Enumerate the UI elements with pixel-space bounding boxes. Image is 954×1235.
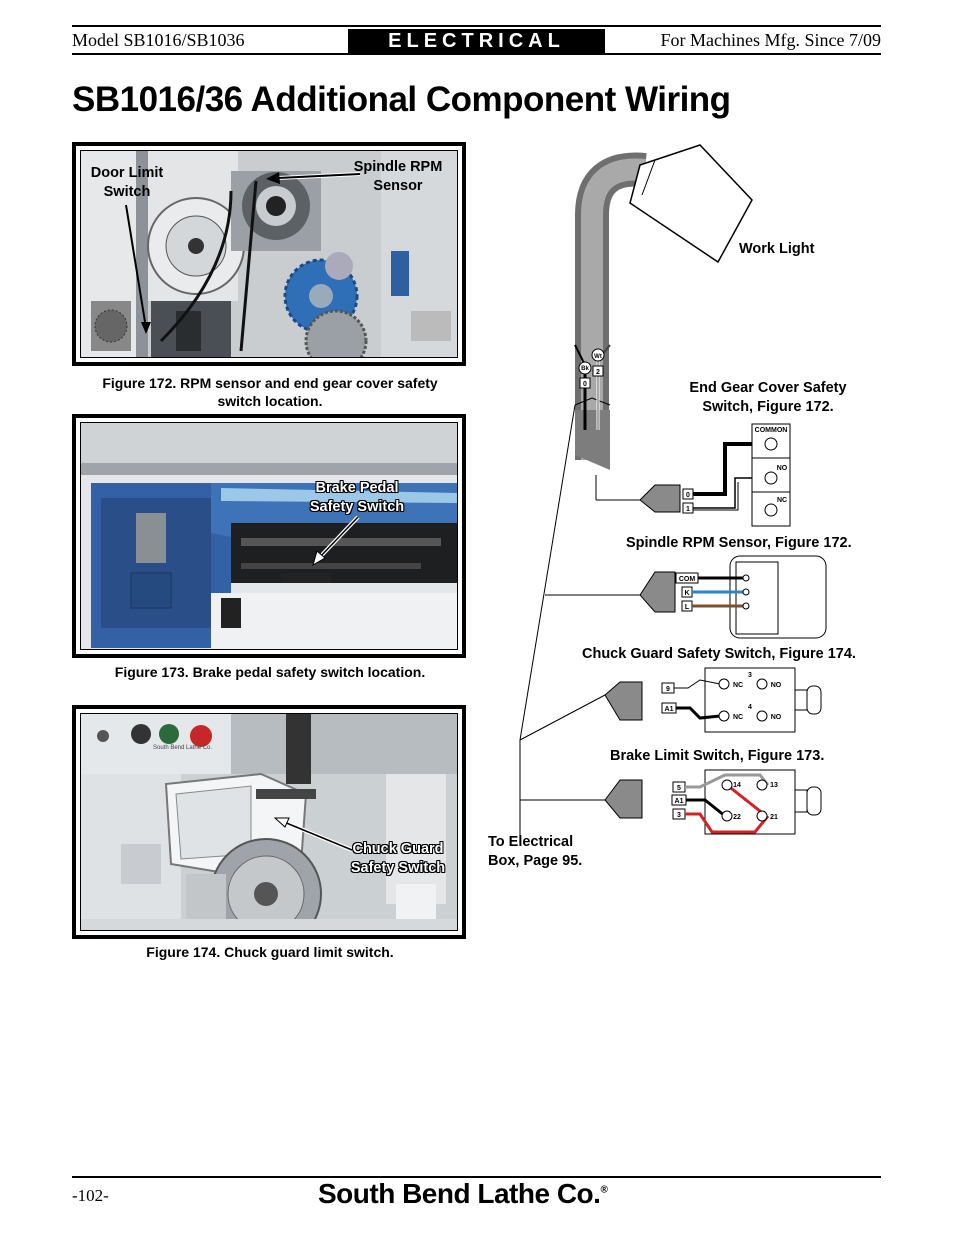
bk-wire-tag — [578, 361, 592, 375]
wt-wire-tag — [591, 348, 605, 362]
lamp-wire-wt: Wt — [594, 354, 602, 360]
chuck-term-nc-2: NC — [733, 714, 743, 721]
brake-term-14: 14 — [733, 782, 741, 789]
end-gear-term-common: COMMON — [755, 427, 788, 434]
screw-terminal-icon — [718, 678, 730, 690]
figure-173-caption: Figure 173. Brake pedal safety switch lo… — [114, 664, 426, 680]
end-gear-term-nc: NC — [777, 497, 787, 504]
chuck-term-no-1: NO — [771, 682, 782, 689]
end-gear-wire-1: 1 — [686, 506, 690, 513]
electrical-box-label: To Electrical Box, Page 95. — [488, 834, 583, 869]
footer-rule — [72, 1176, 881, 1178]
header-bottom-rule — [72, 53, 881, 55]
rpm-wire-com: COM — [679, 576, 696, 583]
spindle-rpm-label: Spindle RPM Sensor, Figure 172. — [626, 535, 852, 551]
screw-terminal-icon — [764, 471, 778, 485]
brake-wire-5: 5 — [677, 785, 681, 792]
screw-terminal-icon — [756, 678, 768, 690]
chuck-term-no-2: NO — [771, 714, 782, 721]
header-model: Model SB1016/SB1036 — [72, 30, 245, 50]
lamp-wire-0: 0 — [583, 381, 587, 388]
chuck-num-3: 3 — [748, 672, 752, 679]
work-light-shade — [629, 144, 753, 264]
figure-174-photo: South Bend Lathe Co. — [72, 705, 466, 939]
callout-chuck-guard-safety-switch: Chuck Guard Safety Switch — [350, 841, 446, 876]
lamp-wire-bk: Bk — [581, 366, 589, 372]
chuck-wire-9: 9 — [666, 686, 670, 693]
end-gear-term-no: NO — [777, 465, 788, 472]
brake-term-21: 21 — [770, 814, 778, 821]
panel-brand-text: South Bend Lathe Co. — [153, 745, 212, 751]
figure-174-caption: Figure 174. Chuck guard limit switch. — [146, 944, 394, 960]
callout-spindle-rpm-sensor: Spindle RPM Sensor — [353, 159, 443, 194]
chuck-guard-label: Chuck Guard Safety Switch, Figure 174. — [582, 646, 856, 662]
page-title: SB1016/36 Additional Component Wiring — [72, 80, 731, 119]
screw-terminal-icon — [721, 810, 733, 822]
callout-brake-pedal-safety-switch: Brake Pedal Safety Switch — [309, 480, 405, 515]
brake-term-13: 13 — [770, 782, 778, 789]
screw-terminal-icon — [756, 710, 768, 722]
page-number: -102- — [72, 1186, 109, 1205]
brand-name: South Bend Lathe Co. — [318, 1178, 601, 1209]
screw-terminal-icon — [764, 503, 778, 517]
brake-wire-3: 3 — [677, 812, 681, 819]
chuck-num-4: 4 — [748, 704, 752, 711]
screw-terminal-icon — [756, 779, 768, 791]
work-light-label: Work Light — [739, 241, 815, 257]
brake-wire-a1: A1 — [675, 798, 684, 805]
callout-door-limit-switch: Door Limit Switch — [90, 165, 164, 200]
header-section: ELECTRICAL — [348, 29, 605, 54]
rpm-wire-k: K — [684, 590, 689, 597]
chuck-wire-a1: A1 — [665, 706, 674, 713]
header-note: For Machines Mfg. Since 7/09 — [660, 30, 881, 50]
brake-term-22: 22 — [733, 814, 741, 821]
brand-logo: South Bend Lathe Co.® — [318, 1178, 608, 1210]
lamp-wire-2: 2 — [596, 369, 600, 376]
chuck-guard-image: South Bend Lathe Co. — [81, 714, 457, 930]
registered-mark: ® — [600, 1184, 608, 1196]
rpm-wire-l: L — [685, 604, 690, 611]
screw-terminal-icon — [764, 437, 778, 451]
screw-terminal-icon — [718, 710, 730, 722]
header-top-rule — [72, 25, 881, 27]
screw-terminal-icon — [756, 810, 768, 822]
figure-172-caption: Figure 172. RPM sensor and end gear cove… — [102, 375, 438, 409]
end-gear-wire-0: 0 — [686, 492, 690, 499]
screw-terminal-icon — [721, 779, 733, 791]
chuck-term-nc-1: NC — [733, 682, 743, 689]
end-gear-switch-label: End Gear Cover Safety Switch, Figure 172… — [689, 380, 847, 415]
brake-limit-label: Brake Limit Switch, Figure 173. — [610, 748, 825, 764]
